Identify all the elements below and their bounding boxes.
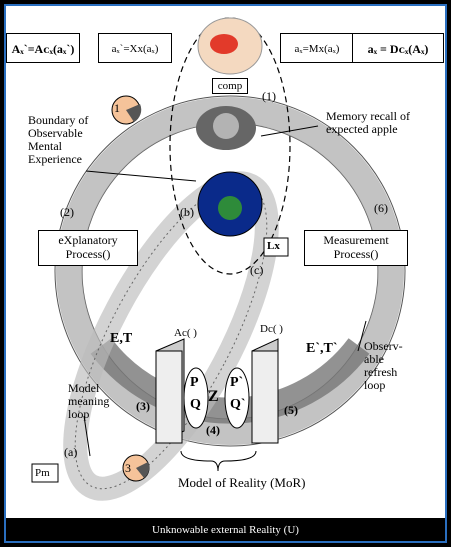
measurement-sub: Process() <box>333 247 379 261</box>
measurement-title: Measurement <box>323 233 389 247</box>
et-label: E,T <box>110 331 133 346</box>
top-box-3: aₓ=Mx(aₓ) <box>280 33 354 63</box>
p2-label: P` <box>230 375 244 390</box>
explanatory-process: eXplanatory Process() <box>38 230 138 266</box>
brain-apple-icon <box>210 34 238 54</box>
measurement-process: Measurement Process() <box>304 230 408 266</box>
explanatory-sub: Process() <box>65 247 111 261</box>
ac-label: Ac( ) <box>174 327 197 339</box>
q-label: Q <box>190 397 201 412</box>
step-c: (c) <box>250 263 264 277</box>
step-6: (6) <box>374 201 388 215</box>
et2-label: E`,T` <box>306 341 338 356</box>
apple-num-1: 1 <box>114 101 120 115</box>
memory-annotation: Memory recall of expected apple <box>326 109 410 136</box>
step-1: (1) <box>262 89 276 103</box>
step-4: (4) <box>206 423 220 437</box>
top-box-4: aₓ = Dᴄₓ(Aₓ) <box>352 33 444 63</box>
p-label: P <box>190 375 199 390</box>
step-2: (2) <box>60 205 74 219</box>
pm-label: Pm <box>35 467 50 479</box>
boundary-annotation: Boundary of Observable Mental Experience <box>28 113 89 166</box>
observable-arrow <box>357 320 367 352</box>
step-5: (5) <box>284 403 298 417</box>
footer-caption: Unknowable external Reality (U) <box>152 524 299 536</box>
step-a: (a) <box>64 445 78 459</box>
top-box-2: aₓ`=Xx(aₓ) <box>98 33 172 63</box>
ring-outer-edge <box>54 95 406 447</box>
boundary-ellipse <box>169 17 291 275</box>
observable-annotation: Observ- able refresh loop <box>364 339 403 392</box>
top-box-1: Aₓ`=Aᴄₓ(aₓ`) <box>6 33 80 63</box>
q2-label: Q` <box>230 397 246 412</box>
model-loop-annotation: Model meaning loop <box>68 381 110 421</box>
lx-label: Lx <box>267 240 280 252</box>
boundary-arrow <box>85 170 197 182</box>
explanatory-title: eXplanatory <box>58 233 118 247</box>
model-loop-edge <box>74 182 268 490</box>
mor-annotation: Model of Reality (MoR) <box>178 475 306 490</box>
model-loop-arrow <box>83 415 91 457</box>
apple-num-3: 3 <box>125 461 131 475</box>
z-label: Z <box>208 388 219 405</box>
outer-frame <box>4 4 447 543</box>
mor-brace <box>180 450 257 472</box>
dc-label: Dc( ) <box>260 323 283 335</box>
diagram-canvas: Aₓ`=Aᴄₓ(aₓ`) aₓ`=Xx(aₓ) aₓ=Mx(aₓ) aₓ = D… <box>6 6 445 518</box>
comp-label: comp <box>212 78 248 94</box>
diagram-graphics <box>31 17 406 501</box>
step-3: (3) <box>136 399 150 413</box>
memory-arrow <box>260 125 319 137</box>
step-b: (b) <box>180 205 194 219</box>
